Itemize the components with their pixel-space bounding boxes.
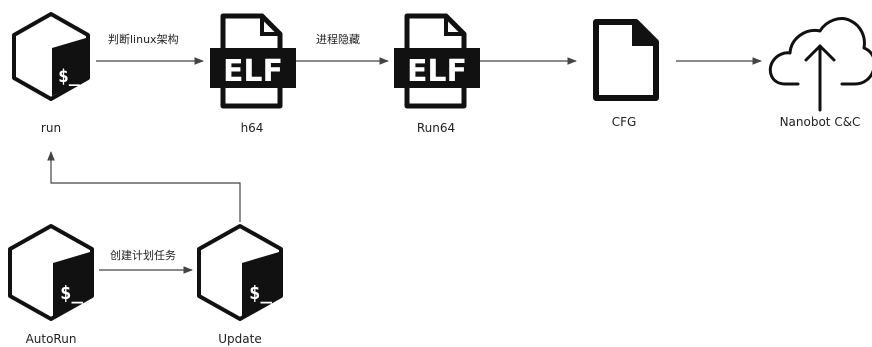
edge-update-to-run — [47, 151, 241, 222]
node-nanobot: Nanobot C&C — [768, 17, 872, 129]
node-cfg: CFG — [593, 19, 659, 129]
node-run64: ELF Run64 — [394, 13, 480, 135]
edge-run-to-h64: 判断linux架构 — [96, 32, 204, 65]
node-label-autorun: AutoRun — [26, 332, 77, 346]
node-label-h64: h64 — [241, 121, 264, 135]
edge-label-run-to-h64: 判断linux架构 — [108, 32, 179, 46]
node-h64: ELF h64 — [210, 13, 296, 135]
bash-terminal-icon: $_ — [12, 12, 90, 101]
node-label-run64: Run64 — [417, 121, 455, 135]
edge-label-autorun-to-update: 创建计划任务 — [110, 248, 176, 262]
terminal-glyph: $_ — [58, 66, 80, 87]
edge-autorun-to-update: 创建计划任务 — [99, 248, 193, 274]
node-label-cfg: CFG — [612, 115, 637, 129]
node-autorun: $_ AutoRun — [8, 224, 94, 346]
elf-badge-text: ELF — [223, 54, 283, 89]
terminal-glyph: $_ — [60, 282, 83, 304]
node-label-update: Update — [218, 332, 261, 346]
file-icon — [593, 19, 659, 101]
bash-terminal-icon: $_ — [8, 224, 94, 321]
terminal-glyph: $_ — [249, 282, 272, 304]
cloud-upload-icon — [768, 17, 872, 112]
elf-file-icon: ELF — [210, 13, 296, 109]
node-update: $_ Update — [197, 224, 283, 346]
elf-file-icon: ELF — [394, 13, 480, 109]
edge-label-h64-to-run64: 进程隐藏 — [316, 33, 360, 46]
node-label-run: run — [41, 121, 61, 135]
elf-badge-text: ELF — [407, 54, 467, 89]
node-run: $_ run — [12, 12, 90, 135]
node-label-nanobot: Nanobot C&C — [780, 115, 861, 129]
bash-terminal-icon: $_ — [197, 224, 283, 321]
edge-h64-to-run64: 进程隐藏 — [296, 33, 389, 65]
